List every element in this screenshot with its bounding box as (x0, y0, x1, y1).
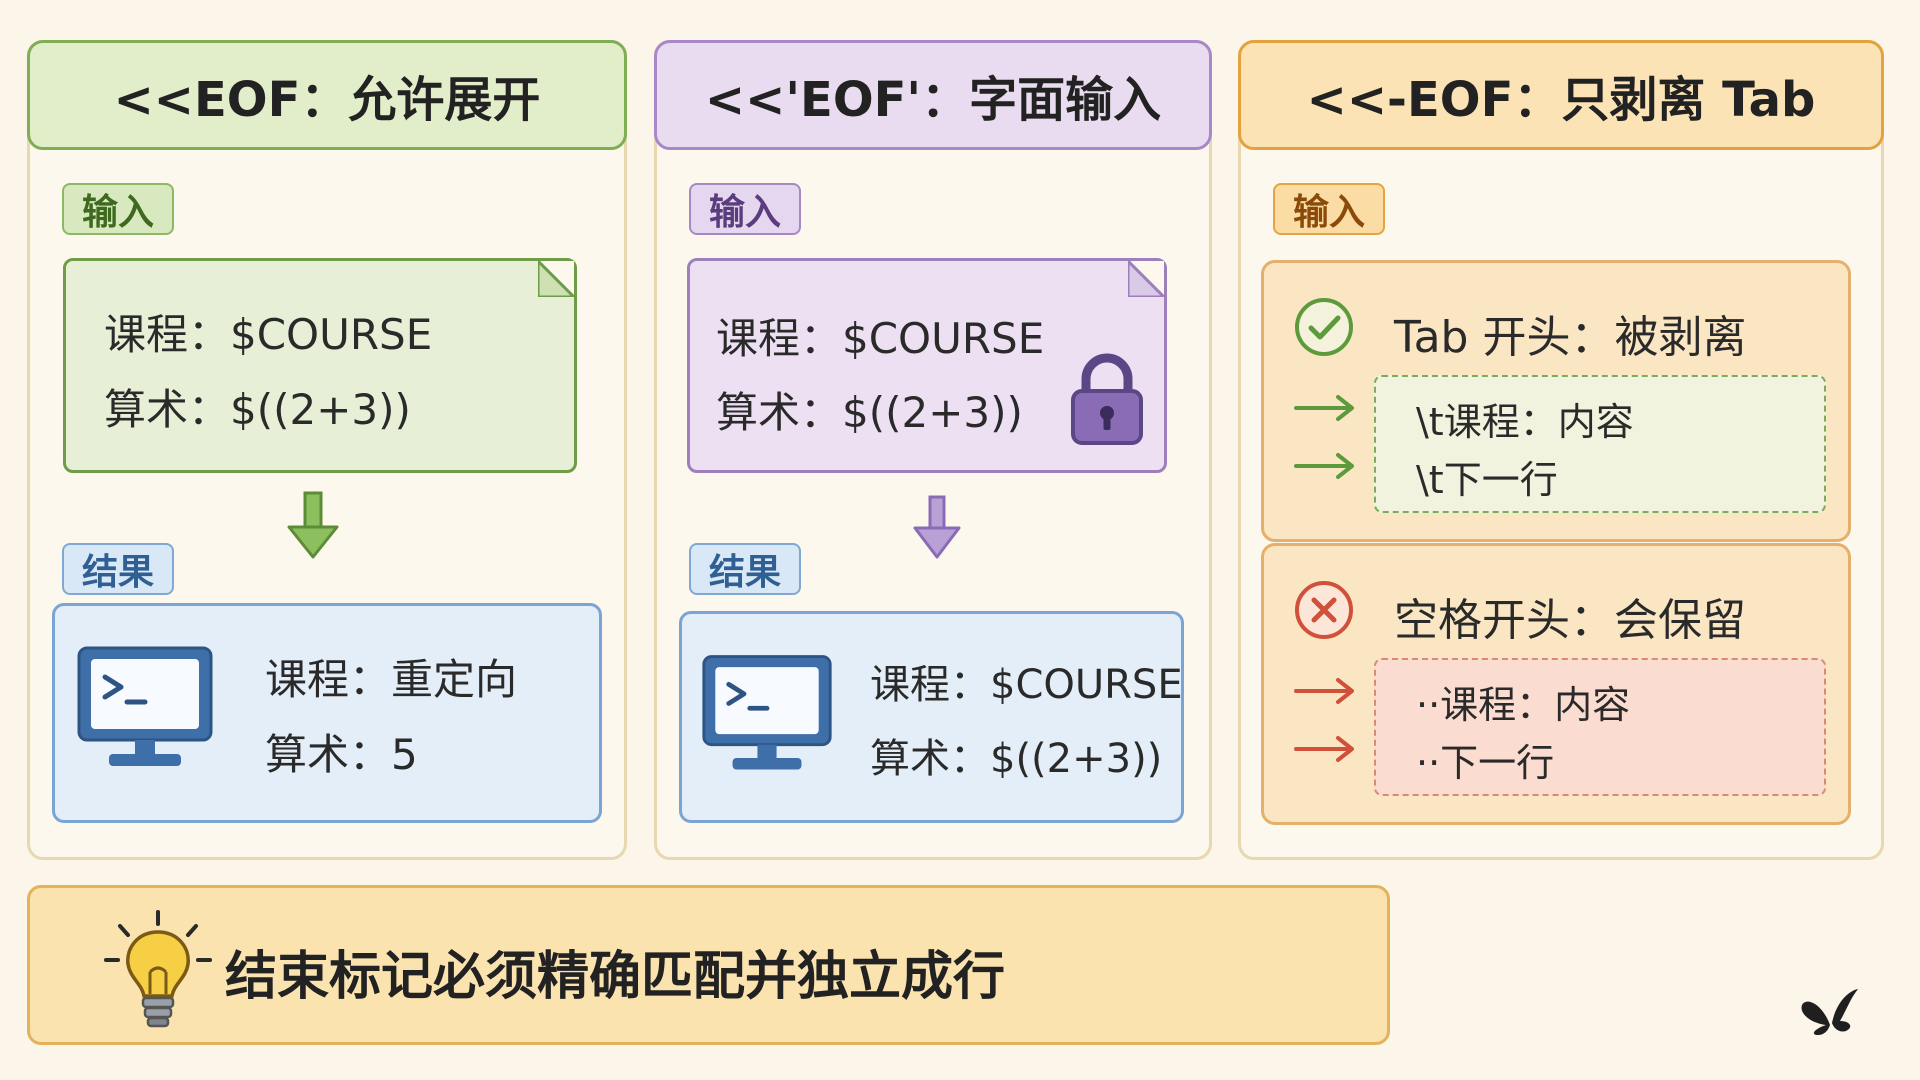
arrow-right-icon (1294, 453, 1354, 479)
case-tab-stripped: Tab 开头：被剥离 \t课程：内容 \t下一行 (1261, 260, 1851, 542)
code-sample: ··课程：内容 ··下一行 (1374, 658, 1826, 796)
column-title: <<'EOF'：字面输入 (704, 72, 1162, 128)
case-space-kept: 空格开头：会保留 ··课程：内容 ··下一行 (1261, 543, 1851, 825)
arrow-down-icon (287, 491, 339, 559)
column-eof-strip-tab: <<-EOF：只剥离 Tab 输入 Tab 开头：被剥离 \t课程：内容 \t下… (1238, 40, 1884, 860)
arrow-down-icon (913, 495, 961, 559)
code-line: \t下一行 (1416, 458, 1558, 502)
code-line: ··课程：内容 (1416, 683, 1631, 727)
arrow-right-icon (1294, 678, 1354, 704)
result-tag: 结果 (689, 543, 802, 595)
column-title: <<EOF：允许展开 (113, 72, 541, 128)
code-line: ··下一行 (1416, 741, 1555, 785)
result-line: 课程：重定向 (265, 655, 518, 704)
terminal-monitor-icon (702, 655, 832, 770)
summary-text: 结束标记必须精确匹配并独立成行 (225, 947, 1006, 1007)
column-eof-expand: <<EOF：允许展开 输入 课程：$COURSE 算术：$((2+3)) 结果 … (27, 40, 627, 860)
case-title: 空格开头：会保留 (1394, 595, 1746, 646)
summary-banner: 结束标记必须精确匹配并独立成行 (27, 885, 1390, 1045)
input-tag: 输入 (62, 183, 175, 235)
arrow-right-icon (1294, 736, 1354, 762)
input-line: 算术：$((2+3)) (716, 388, 1023, 437)
arrow-right-icon (1294, 395, 1354, 421)
code-sample: \t课程：内容 \t下一行 (1374, 375, 1826, 513)
result-box: 课程：$COURSE 算术：$((2+3)) (679, 611, 1184, 823)
column-header: <<-EOF：只剥离 Tab (1238, 40, 1884, 150)
input-note: 课程：$COURSE 算术：$((2+3)) (63, 258, 577, 473)
terminal-monitor-icon (77, 646, 213, 766)
code-line: \t课程：内容 (1416, 400, 1634, 444)
input-line: 算术：$((2+3)) (104, 385, 411, 434)
input-note: 课程：$COURSE 算术：$((2+3)) (687, 258, 1167, 473)
result-line: 课程：$COURSE (870, 662, 1183, 708)
page-fold-icon (538, 261, 574, 297)
check-circle-icon (1295, 298, 1353, 356)
column-title: <<-EOF：只剥离 Tab (1306, 72, 1816, 128)
case-title: Tab 开头：被剥离 (1394, 312, 1747, 363)
input-tag: 输入 (689, 183, 802, 235)
column-header: <<'EOF'：字面输入 (654, 40, 1212, 150)
input-line: 课程：$COURSE (104, 310, 433, 359)
input-line: 课程：$COURSE (716, 314, 1045, 363)
result-box: 课程：重定向 算术：5 (52, 603, 602, 823)
lightbulb-icon (104, 910, 212, 1028)
result-tag: 结果 (62, 543, 175, 595)
column-eof-literal: <<'EOF'：字面输入 输入 课程：$COURSE 算术：$((2+3)) 结… (654, 40, 1212, 860)
x-circle-icon (1295, 581, 1353, 639)
result-line: 算术：5 (265, 730, 418, 779)
page-fold-icon (1128, 261, 1164, 297)
result-line: 算术：$((2+3)) (870, 736, 1163, 782)
column-header: <<EOF：允许展开 (27, 40, 627, 150)
input-tag: 输入 (1273, 183, 1386, 235)
lock-icon (1071, 353, 1143, 445)
butterfly-logo-icon (1801, 989, 1858, 1035)
